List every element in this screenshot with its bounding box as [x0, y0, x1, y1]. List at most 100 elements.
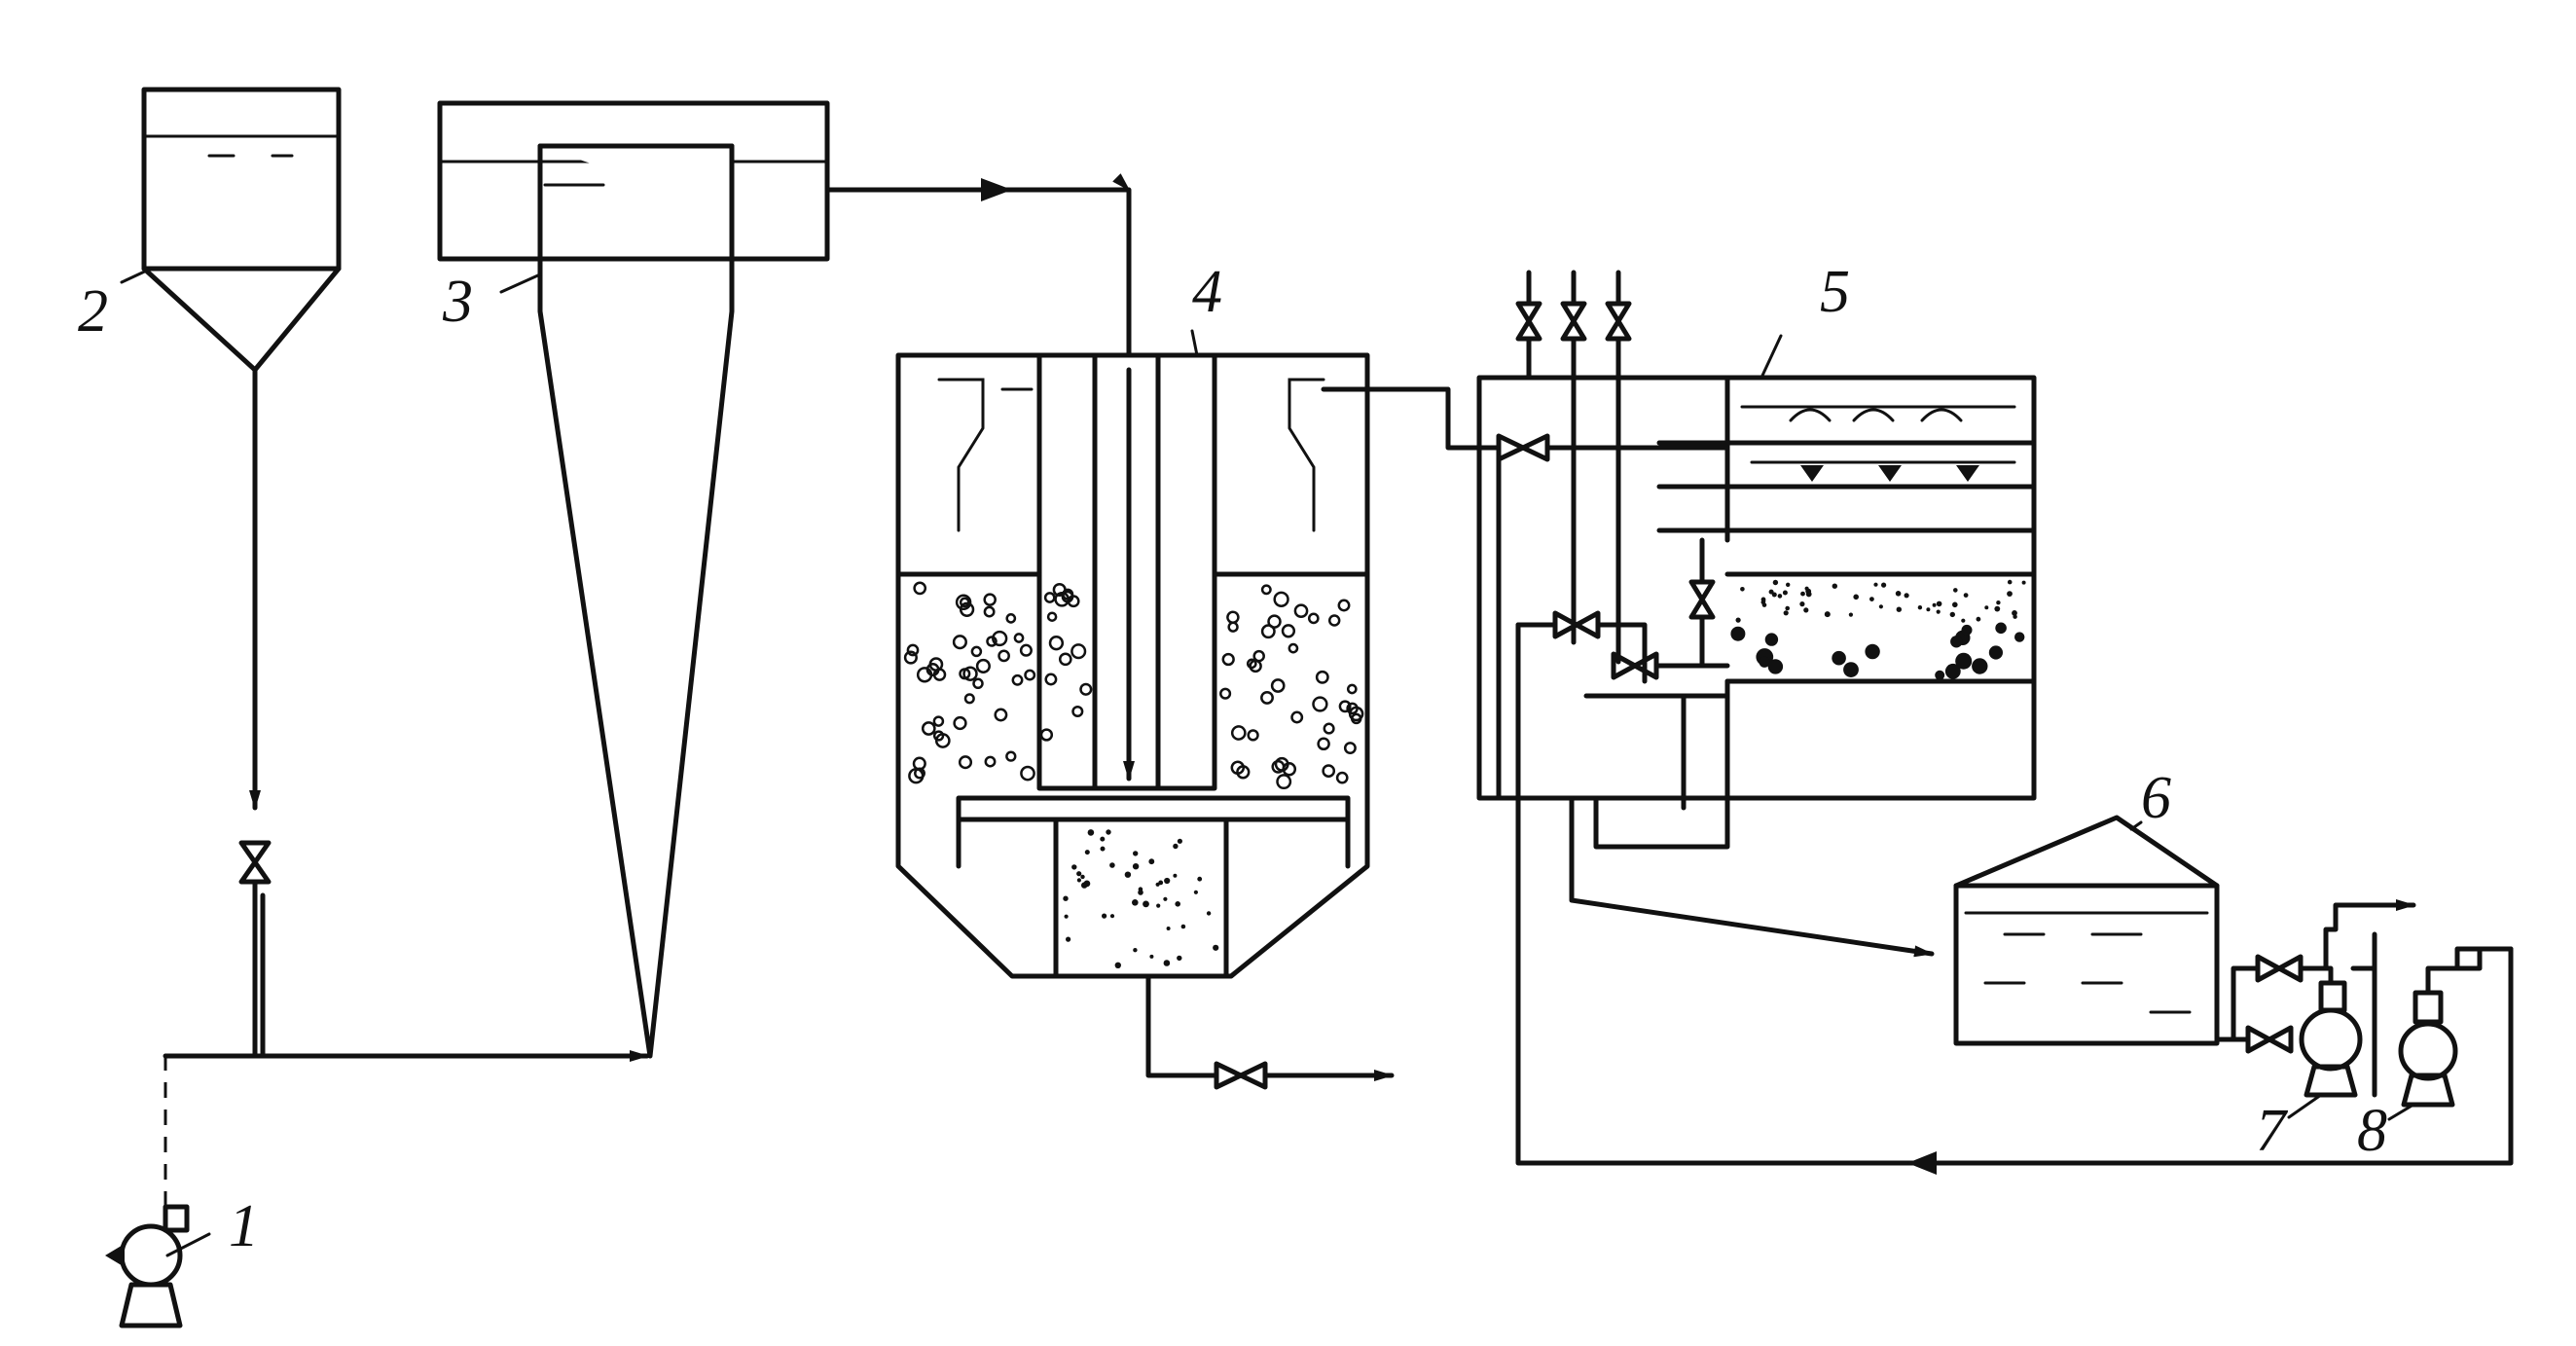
texture-particle — [903, 650, 918, 665]
texture-particle — [1832, 650, 1846, 666]
texture-particle — [1865, 643, 1880, 660]
wash-valves — [1515, 270, 1632, 665]
texture-particle — [1293, 603, 1309, 619]
texture-particle — [1054, 591, 1070, 607]
texture-particle — [1100, 846, 1106, 852]
texture-particle — [1936, 600, 1942, 607]
texture-particle — [1799, 601, 1805, 607]
texture-particle — [1952, 601, 1958, 608]
texture-particle — [1226, 610, 1240, 625]
texture-particle — [1782, 590, 1788, 596]
texture-particle — [959, 601, 975, 617]
texture-particle — [1338, 700, 1352, 713]
texture-particle — [1080, 874, 1085, 880]
texture-particle — [1070, 643, 1087, 660]
texture-particle — [1984, 605, 1989, 610]
pump-7 — [2214, 899, 2416, 1098]
texture-particle — [1076, 878, 1081, 883]
texture-particle — [1767, 659, 1784, 674]
texture-particle — [1963, 593, 1969, 598]
texture-particle — [963, 693, 975, 705]
texture-particle — [1317, 737, 1330, 751]
texture-particle — [952, 635, 967, 650]
texture-particle — [1236, 765, 1251, 780]
texture-particle — [1087, 829, 1095, 836]
texture-particle — [1005, 613, 1017, 624]
texture-particle — [1995, 622, 2007, 635]
texture-particle — [1019, 643, 1033, 657]
texture-particle — [928, 657, 944, 672]
callout-8: 8 — [2357, 1098, 2387, 1164]
texture-particle — [1109, 914, 1115, 919]
texture-particle — [1164, 877, 1171, 885]
texture-particle — [1156, 903, 1161, 908]
texture-particle — [1896, 606, 1903, 612]
texture-particle — [1730, 626, 1746, 641]
texture-particle — [1350, 712, 1362, 725]
texture-particle — [1843, 662, 1859, 677]
texture-particle — [1260, 584, 1272, 596]
texture-particle — [1949, 611, 1956, 618]
texture-particle — [1102, 913, 1107, 919]
texture-particle — [1063, 895, 1069, 901]
texture-particle — [1955, 652, 1973, 670]
texture-particle — [1260, 624, 1276, 639]
texture-particle — [1288, 642, 1299, 654]
texture-particle — [1346, 702, 1359, 715]
texture-particle — [1853, 594, 1859, 600]
texture-particle — [2013, 614, 2017, 619]
texture-particle — [2021, 580, 2026, 585]
texture-particle — [1307, 612, 1320, 625]
texture-particle — [1109, 862, 1115, 868]
texture-particle — [1772, 579, 1779, 586]
texture-particle — [958, 755, 973, 770]
texture-particle — [1777, 594, 1783, 599]
texture-particle — [1227, 621, 1239, 633]
texture-particle — [1180, 924, 1186, 929]
texture-particle — [1173, 843, 1179, 850]
texture-particle — [1044, 673, 1058, 686]
texture-particle — [1132, 863, 1140, 870]
texture-particle — [972, 677, 984, 690]
texture-particle — [984, 755, 997, 768]
reagent-tank-2 — [141, 87, 342, 1059]
texture-particle — [1138, 890, 1143, 895]
texture-particle — [1759, 656, 1770, 668]
texture-particle — [983, 605, 996, 618]
texture-particle — [1163, 896, 1168, 901]
texture-particle — [914, 767, 925, 780]
texture-particle — [1252, 649, 1265, 663]
storage-tank-6 — [1953, 815, 2220, 1046]
texture-particle — [1193, 890, 1198, 894]
texture-particle — [1083, 880, 1091, 888]
texture-particle — [1322, 764, 1336, 778]
clarifier-4 — [895, 352, 1502, 1090]
texture-particle — [970, 645, 983, 658]
texture-particle — [1768, 589, 1774, 595]
texture-particle — [1246, 658, 1257, 670]
texture-particle — [1996, 600, 2001, 605]
texture-particle — [1944, 663, 1961, 679]
texture-particle — [2014, 632, 2025, 642]
texture-particle — [1175, 901, 1180, 907]
texture-particle — [1878, 604, 1883, 609]
texture-particle — [1013, 633, 1025, 643]
texture-particle — [1994, 605, 2001, 612]
texture-particle — [1066, 936, 1071, 942]
texture-particle — [1148, 858, 1155, 865]
texture-particle — [1881, 582, 1887, 588]
texture-particle — [1337, 599, 1351, 612]
texture-particle — [1785, 605, 1790, 611]
texture-particle — [1071, 705, 1084, 718]
texture-particle — [1132, 899, 1139, 906]
texture-particle — [1935, 670, 1945, 680]
texture-particle — [1106, 829, 1111, 835]
texture-particle — [1114, 962, 1122, 968]
pump-8 — [2398, 946, 2514, 1108]
texture-particle — [1323, 722, 1335, 735]
texture-particle — [1177, 838, 1182, 844]
texture-particle — [1260, 690, 1274, 705]
texture-particle — [1273, 591, 1289, 607]
texture-particle — [1804, 586, 1809, 591]
filter-5 — [1476, 270, 2514, 1175]
